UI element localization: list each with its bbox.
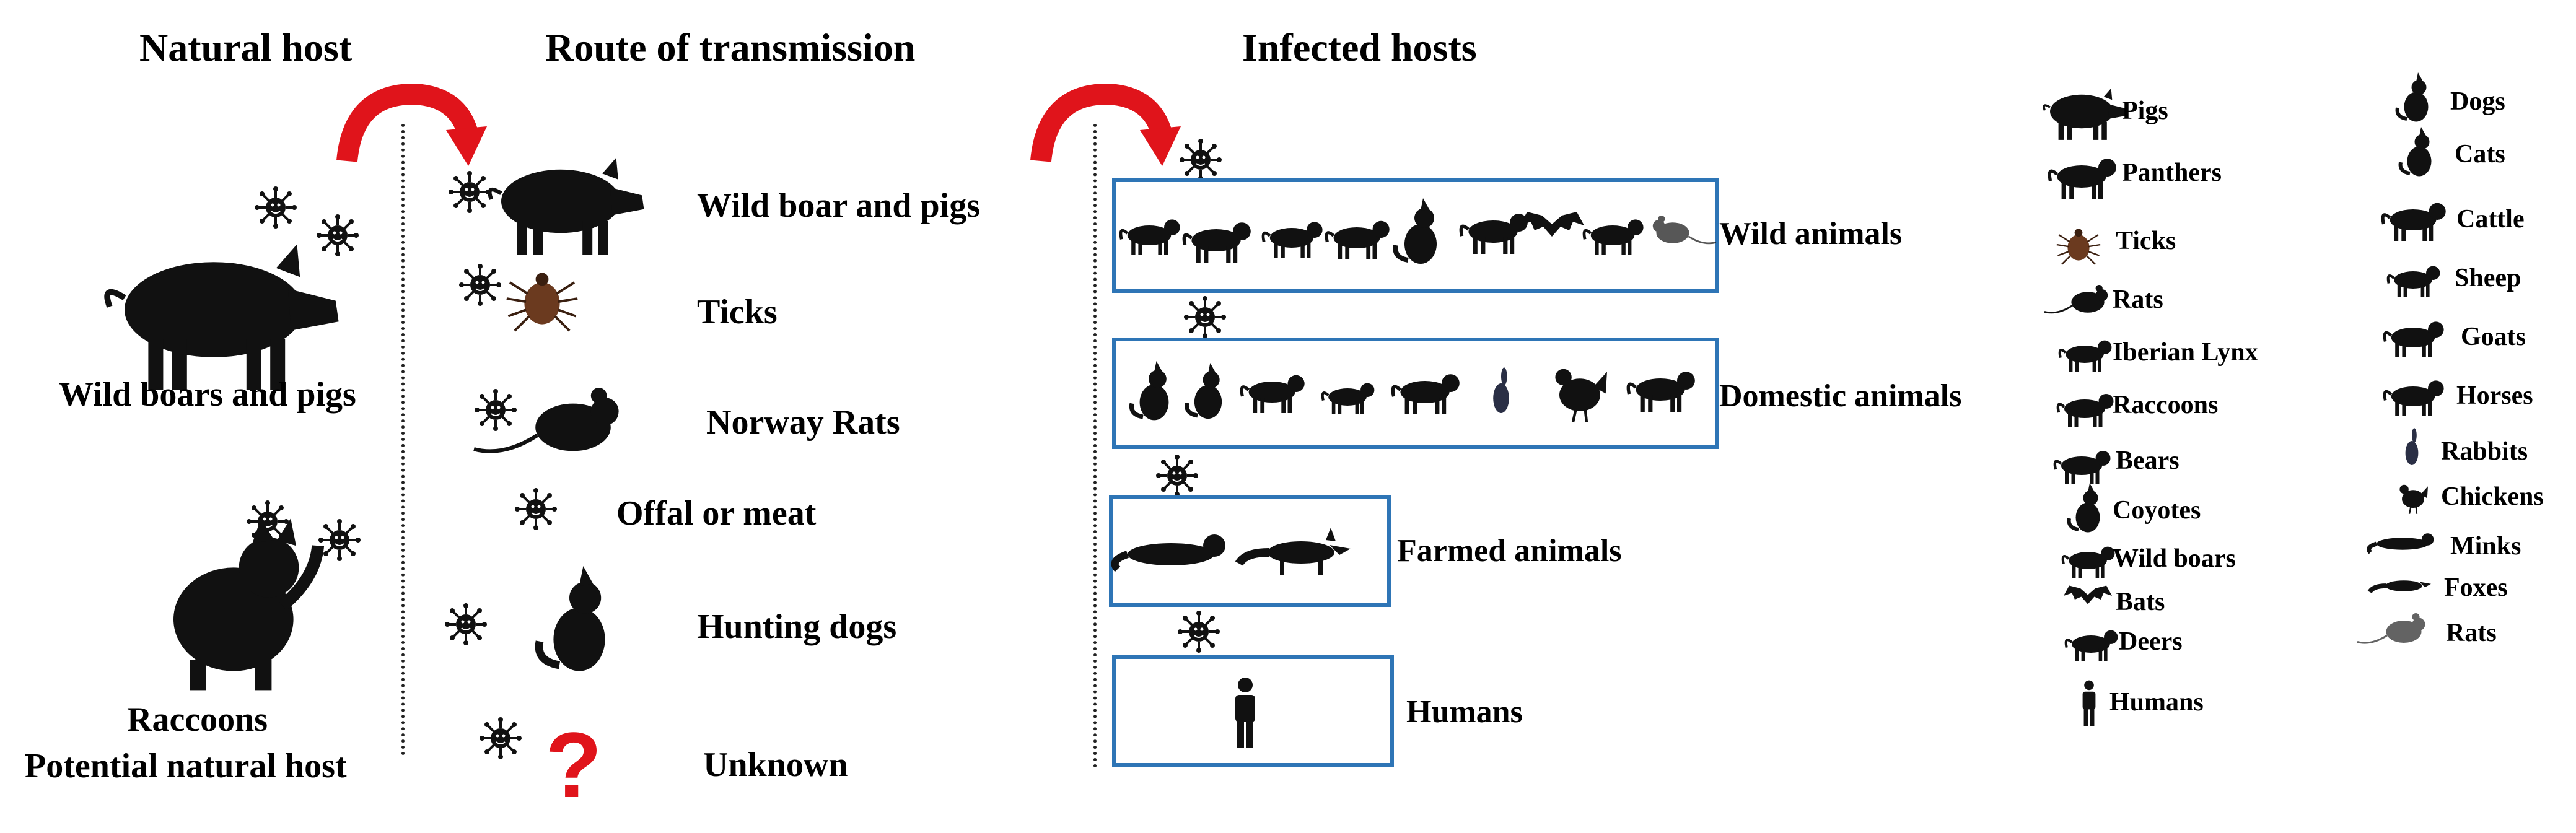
route-label: Wild boar and pigs [697,186,981,225]
route-label: Ticks [697,293,778,331]
farmed-animal-icons [1111,528,1351,575]
header-infected-hosts: Infected hosts [1242,25,1477,69]
virus-icon [1183,295,1227,339]
dog-icon [2416,100,2417,101]
legend-label: Dogs [2450,87,2505,116]
legend-label: Sheep [2455,264,2521,292]
legend-label: Pigs [2122,97,2168,125]
legend-label: Humans [2109,688,2204,717]
divider-dotted-line [401,124,405,756]
legend-label: Deers [2119,627,2183,656]
legend-label: Bats [2116,588,2165,616]
legend-label: Rats [2113,286,2163,314]
curved-arrow-icon [336,83,487,166]
route-label: Offal or meat [616,494,817,533]
legend-label: Iberian Lynx [2113,338,2258,367]
virus-icon [514,487,558,531]
route-label: Unknown [703,746,848,784]
legend-label: Rats [2446,619,2497,647]
infected-domestic-animals-label: Domestic animals [1719,378,1962,414]
legend-label: Bears [2116,447,2180,475]
domestic-animal-icons [1112,338,1719,449]
human-icon [1235,678,1255,748]
legend-label: Ticks [2116,227,2176,255]
wild-animal-icons [1112,178,1717,293]
legend-label: Horses [2456,382,2533,410]
human-icon [2082,680,2096,726]
legend-label: Raccoons [2113,391,2219,419]
virus-icon [458,263,502,307]
natural-host-raccoons-label: Raccoons [127,700,268,739]
legend-label: Minks [2450,532,2521,560]
natural-host-pigs-label: Wild boars and pigs [59,375,356,414]
sheep-icon [2413,280,2414,281]
header-route-of-transmission: Route of transmission [545,25,916,69]
header-natural-host: Natural host [139,25,353,69]
curved-arrow-icon [1030,83,1181,166]
rat-icon [573,427,574,428]
legend-label: Cats [2455,140,2505,168]
horse-icon [2413,396,2414,397]
legend-label: Wild boars [2113,544,2236,573]
deer-icon [2091,644,2092,645]
legend-label: Foxes [2444,574,2508,602]
legend-label: Goats [2461,323,2526,351]
legend-label: Cattle [2456,205,2525,233]
route-label: Norway Rats [706,403,900,442]
route-label: Hunting dogs [697,608,897,646]
virus-icon [444,602,488,647]
legend-label: Rabbits [2441,437,2528,466]
legend-label: Chickens [2441,482,2544,511]
question-mark-icon: ? [545,713,602,817]
infected-humans-label: Humans [1406,694,1523,730]
natural-host-potential-label: Potential natural host [25,747,347,785]
infected-wild-animals-label: Wild animals [1719,216,1903,251]
legend-label: Coyotes [2113,496,2201,525]
divider-dotted-line [1093,124,1097,768]
legend-label: Panthers [2122,159,2222,187]
infected-farmed-animals-label: Farmed animals [1397,533,1622,569]
